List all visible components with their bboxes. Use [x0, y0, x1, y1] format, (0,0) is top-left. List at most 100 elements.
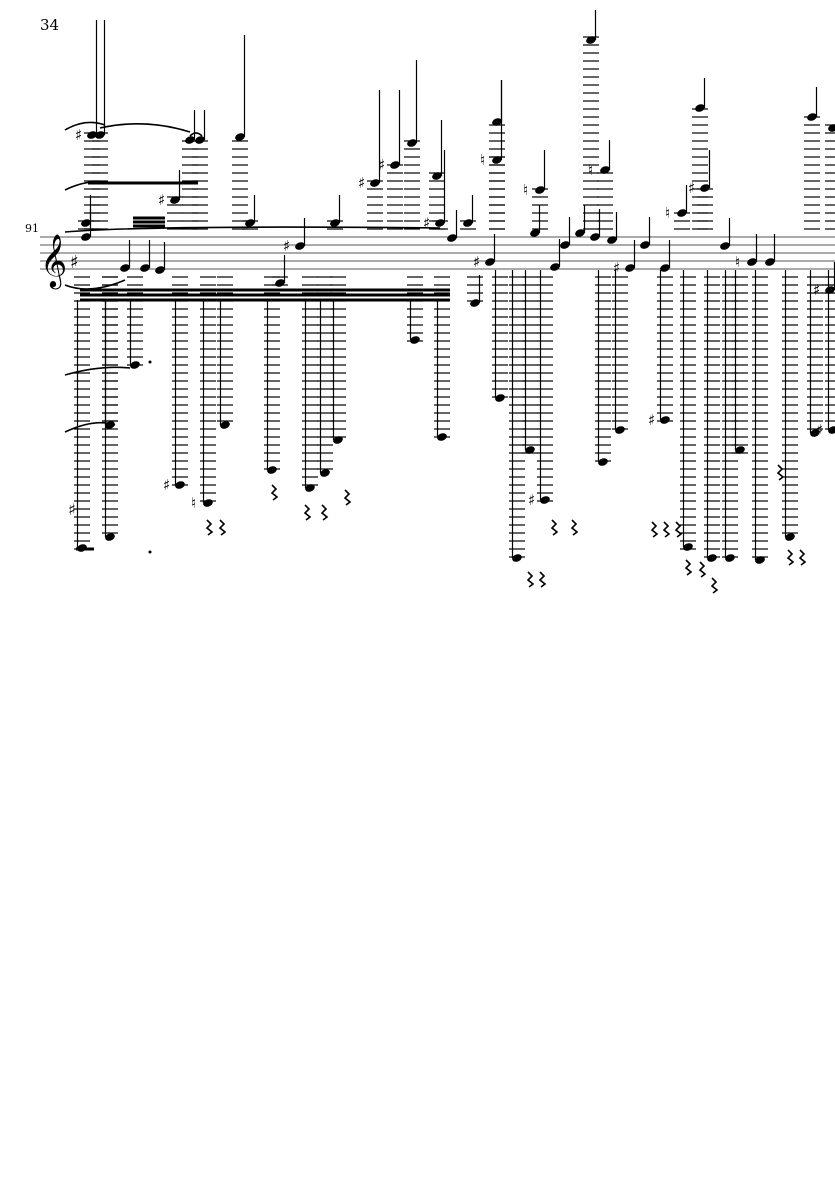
- key-signature-sharp: ♯: [70, 252, 79, 273]
- accidental: ♯: [283, 237, 290, 255]
- note-head: [140, 264, 150, 272]
- note-head: [120, 264, 130, 272]
- rest-icon: [526, 571, 535, 588]
- note-head: [495, 394, 505, 402]
- rest-icon: [662, 521, 671, 538]
- note-head: [305, 484, 315, 492]
- accidental: ♮: [588, 161, 593, 179]
- note-head: [195, 136, 205, 144]
- note-head: [525, 446, 535, 454]
- rest-icon: [570, 519, 579, 536]
- note-head: [185, 136, 195, 144]
- note-head: [407, 139, 417, 147]
- accidental: ♮: [480, 151, 485, 169]
- note-head: [785, 533, 795, 541]
- note-head: [765, 258, 775, 266]
- note-head: [550, 263, 560, 271]
- slur: [64, 121, 106, 131]
- rest-icon: [343, 489, 352, 506]
- note-head: [807, 113, 817, 121]
- note-head: [695, 104, 705, 112]
- note-head: [625, 264, 635, 272]
- note-head: [535, 186, 545, 194]
- note-head: [485, 258, 495, 266]
- slur: [64, 180, 106, 191]
- note-head: [700, 184, 710, 192]
- note-head: [677, 209, 687, 217]
- accidental: ♯: [473, 253, 480, 271]
- note-head: [598, 458, 608, 466]
- accidental: ♮: [735, 253, 740, 271]
- rest-icon: [798, 549, 807, 566]
- note-head: [295, 242, 305, 250]
- note-head: [615, 426, 625, 434]
- augmentation-dot: [148, 550, 152, 554]
- rest-icon: [538, 571, 547, 588]
- accidental: ♯: [75, 126, 82, 144]
- note-head: [81, 233, 91, 241]
- note-head: [575, 229, 585, 237]
- note-head: [607, 236, 617, 244]
- rest-icon: [205, 519, 214, 536]
- rest-icon: [320, 504, 329, 521]
- note-head: [330, 219, 340, 227]
- accidental: ♯: [648, 411, 655, 429]
- note-head: [720, 242, 730, 250]
- note-head: [320, 469, 330, 477]
- accidental: ♯: [163, 476, 170, 494]
- note-head: [470, 299, 480, 307]
- note-head: [755, 556, 765, 564]
- accidental: ♯: [816, 421, 823, 439]
- note-head: [828, 124, 835, 132]
- rest-icon: [684, 559, 693, 576]
- rest-icon: [550, 519, 559, 536]
- note-head: [640, 241, 650, 249]
- slurs: [64, 121, 441, 433]
- rest-icon: [674, 521, 683, 538]
- note-head: [463, 219, 473, 227]
- note-head: [432, 172, 442, 180]
- note-head: [245, 219, 255, 227]
- note-head: [707, 554, 717, 562]
- notes: ♯♯♯♯♮♮♮♯♯♯♮♯♯♯♯♯♯♮♮♯: [74, 10, 835, 564]
- rest-icon: [786, 549, 795, 566]
- note-head: [267, 466, 277, 474]
- slur: [64, 226, 441, 233]
- note-head: [735, 446, 745, 454]
- note-head: [203, 499, 213, 507]
- note-head: [828, 426, 835, 434]
- slur: [64, 366, 131, 376]
- staff: [40, 236, 835, 270]
- note-head: [130, 361, 140, 369]
- note-head: [435, 219, 445, 227]
- rest-icon: [650, 521, 659, 538]
- rest-icon: [698, 561, 707, 578]
- accidental: ♮: [665, 204, 670, 222]
- note-head: [725, 554, 735, 562]
- accidental: ♯: [813, 281, 820, 299]
- note-head: [825, 286, 835, 294]
- accidental: ♯: [528, 491, 535, 509]
- accidental: ♯: [358, 174, 365, 192]
- note-head: [155, 266, 165, 274]
- beams: [80, 181, 450, 302]
- accidental: ♯: [423, 214, 430, 232]
- note-head: [492, 118, 502, 126]
- note-head: [105, 533, 115, 541]
- slur: [189, 132, 203, 137]
- rest-icon: [303, 504, 312, 521]
- note-head: [95, 131, 105, 139]
- sharp-accidental: ♯: [68, 500, 76, 519]
- rests: ♯: [68, 360, 807, 594]
- note-head: [333, 436, 343, 444]
- note-head: [660, 264, 670, 272]
- note-head: [586, 36, 596, 44]
- accidental: ♯: [613, 259, 620, 277]
- note-head: [512, 554, 522, 562]
- accidental: ♯: [688, 179, 695, 197]
- measure-number: 91: [25, 222, 39, 235]
- note-head: [683, 543, 693, 551]
- note-head: [437, 433, 447, 441]
- rest-icon: [776, 464, 785, 481]
